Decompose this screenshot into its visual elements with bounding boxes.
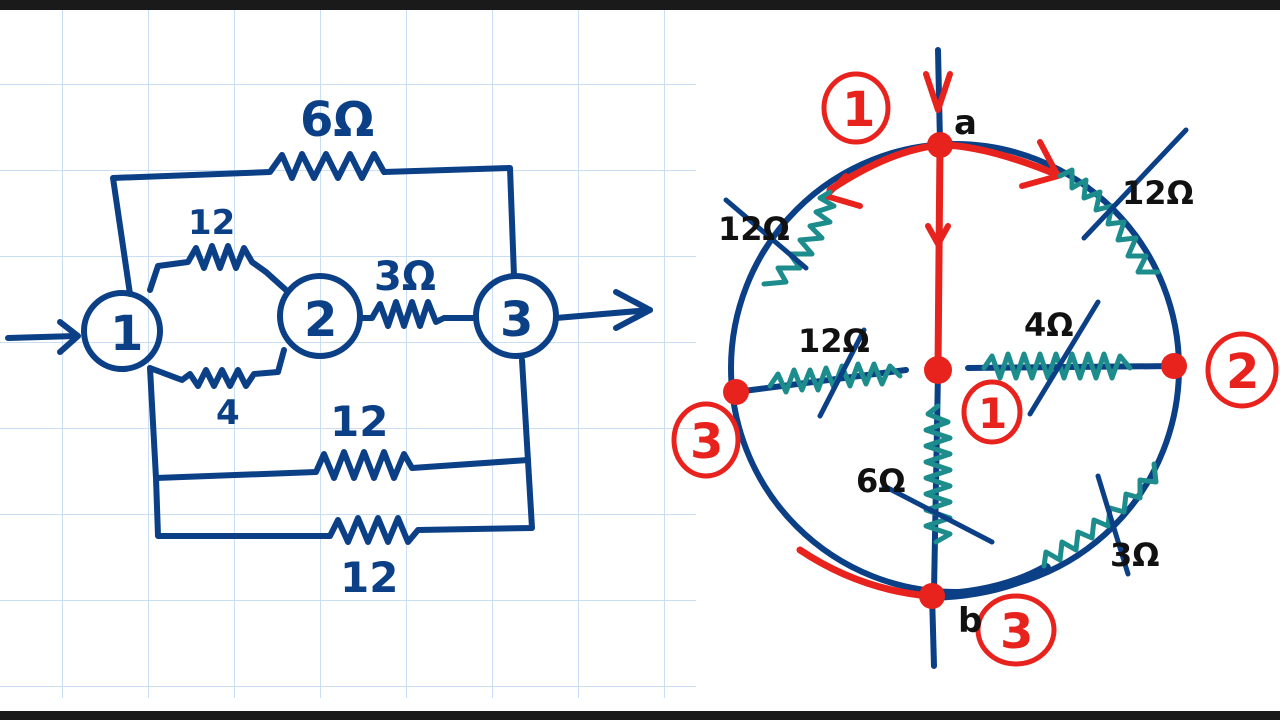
- top-6ohm-branch: [110, 151, 517, 297]
- strike-upper-right: [1081, 127, 1189, 241]
- red-arc-left: [826, 141, 944, 194]
- node-label-left: 3: [690, 414, 723, 470]
- bottom-12-upper-label: 12: [330, 397, 388, 446]
- middle-3ohm-label: 3Ω: [374, 254, 436, 300]
- lower-4-branch: [147, 347, 287, 389]
- input-arrow-head: [57, 319, 81, 355]
- right-node-dot: [1161, 353, 1187, 379]
- node-1-label: 1: [110, 306, 143, 362]
- resistor-label-upper-right: 12Ω: [1122, 174, 1194, 212]
- point-a-label: a: [954, 103, 977, 143]
- right-circuit-labels: a b 1 1 2 3 3 12Ω 12Ω 12Ω 4Ω 6Ω 3Ω: [690, 82, 1259, 660]
- left-circuit-labels: 1 2 3 6Ω 12 3Ω 4 12 12: [110, 92, 533, 602]
- label-circle-bottom: [975, 593, 1057, 667]
- node-a-dot: [927, 132, 953, 158]
- node-label-top-left: 1: [842, 82, 875, 138]
- resistor-label-center-left: 12Ω: [798, 322, 870, 360]
- lower-center-resistor: [923, 403, 953, 545]
- arrow-down-center: [925, 223, 951, 247]
- resistor-label-upper-left: 12Ω: [718, 210, 790, 248]
- input-arrow-line: [5, 333, 79, 341]
- label-circle-right: [1205, 331, 1279, 409]
- node-label-center: 1: [978, 389, 1007, 438]
- lower-4-label: 4: [216, 393, 240, 433]
- node-2-label: 2: [304, 292, 337, 348]
- lower-right-resistor: [1041, 461, 1159, 569]
- grid-paper: [0, 10, 696, 698]
- node-label-right: 2: [1226, 344, 1259, 400]
- upper-12-branch: [147, 243, 289, 293]
- node-label-bottom: 3: [1000, 604, 1033, 660]
- strike-center-right: [1027, 299, 1101, 417]
- left-circuit: [5, 151, 653, 545]
- resistor-label-lower-right: 3Ω: [1110, 536, 1159, 574]
- output-arrow-head: [613, 289, 653, 331]
- label-circle-top-left: [821, 71, 891, 145]
- bold-arc-bottom-right: [927, 563, 1051, 601]
- top-border: [0, 0, 1280, 10]
- bottom-12-lower-branch: [153, 357, 535, 545]
- strike-center-left: [817, 327, 867, 419]
- middle-3ohm-branch: [357, 299, 479, 329]
- right-circuit: [671, 47, 1279, 669]
- center-node-dot: [924, 356, 952, 384]
- bottom-border: [0, 711, 1280, 720]
- arrow-into-a: [923, 71, 953, 113]
- point-b-label: b: [958, 601, 982, 641]
- bottom-12-upper-branch: [147, 365, 531, 481]
- top-input-wire: [935, 47, 943, 145]
- label-circle-left: [671, 401, 741, 479]
- node-1-circle: [81, 290, 163, 372]
- output-arrow-line: [553, 307, 653, 321]
- node-b-dot: [919, 583, 945, 609]
- strike-lower-right: [1095, 473, 1131, 577]
- label-circle-center: [961, 379, 1023, 445]
- bottom-12-lower-label: 12: [340, 553, 398, 602]
- strike-lower-center: [881, 483, 995, 545]
- red-arc-bottom: [796, 546, 934, 600]
- center-right-resistor: [981, 351, 1133, 381]
- strike-upper-left: [723, 197, 809, 271]
- resistor-label-lower-center: 6Ω: [856, 462, 905, 500]
- right-diameter-wire: [965, 363, 1179, 371]
- upper-12-label: 12: [188, 203, 235, 243]
- node-3-label: 3: [500, 292, 533, 348]
- top-6ohm-label: 6Ω: [300, 92, 374, 148]
- upper-right-resistor: [1057, 167, 1161, 275]
- resistor-label-center-right: 4Ω: [1024, 306, 1073, 344]
- red-vertical-path: [934, 141, 944, 372]
- left-node-dot: [723, 379, 749, 405]
- upper-left-resistor: [761, 189, 837, 287]
